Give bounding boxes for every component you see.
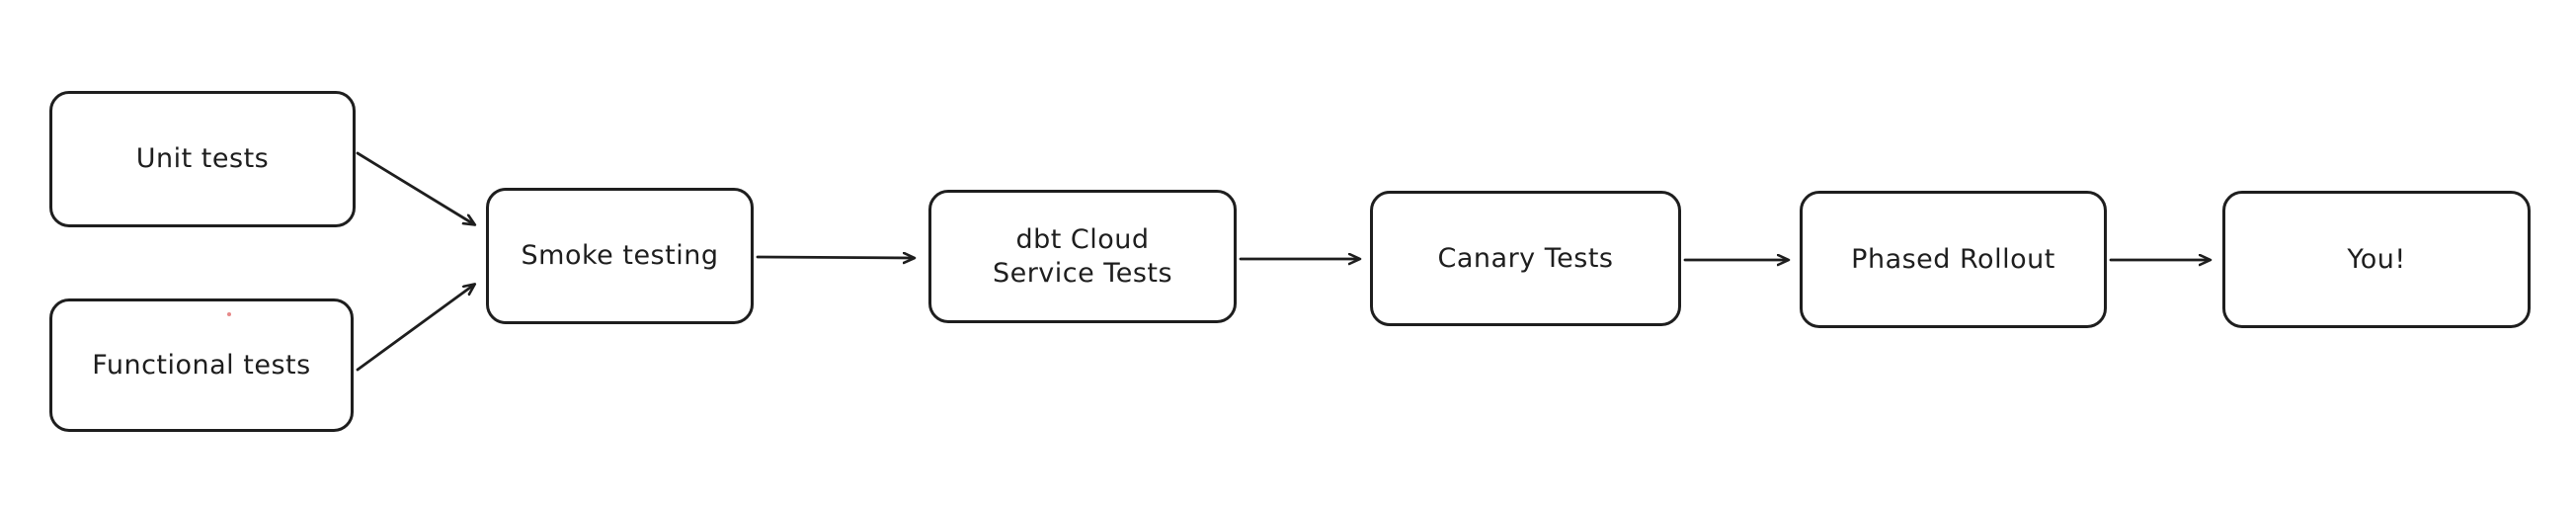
node-unit-tests: Unit tests bbox=[49, 91, 356, 227]
node-phased-rollout: Phased Rollout bbox=[1800, 191, 2107, 328]
node-you: You! bbox=[2222, 191, 2531, 328]
arrow-functional-tests-to-smoke-testing bbox=[356, 285, 474, 372]
node-smoke-testing-label: Smoke testing bbox=[521, 240, 719, 272]
node-you-label: You! bbox=[2347, 243, 2406, 275]
node-phased-rollout-label: Phased Rollout bbox=[1851, 243, 2055, 275]
node-unit-tests-label: Unit tests bbox=[135, 143, 270, 175]
node-functional-tests: Functional tests bbox=[49, 298, 354, 432]
node-canary-tests-label: Canary Tests bbox=[1437, 242, 1614, 274]
arrow-smoke-testing-to-dbt-cloud bbox=[756, 257, 914, 258]
node-dbt-cloud-service-tests-label: dbt Cloud Service Tests bbox=[992, 223, 1173, 289]
arrow-unit-tests-to-smoke-testing bbox=[356, 151, 474, 224]
node-smoke-testing: Smoke testing bbox=[486, 188, 754, 324]
node-canary-tests: Canary Tests bbox=[1370, 191, 1681, 326]
node-dbt-cloud-service-tests: dbt Cloud Service Tests bbox=[928, 190, 1237, 323]
red-dot-artifact bbox=[227, 312, 231, 316]
node-functional-tests-label: Functional tests bbox=[92, 349, 311, 381]
